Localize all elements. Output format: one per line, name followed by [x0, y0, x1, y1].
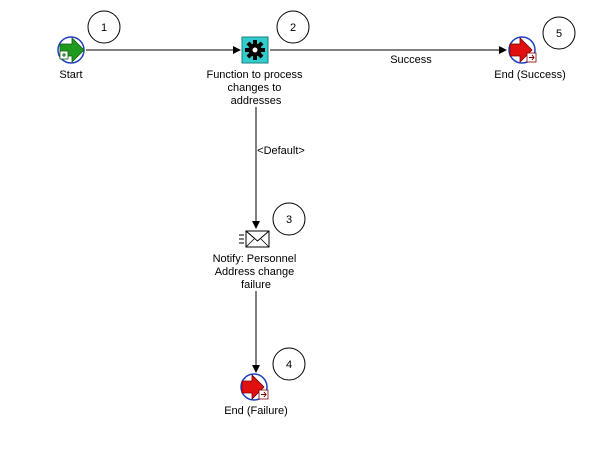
svg-text:2: 2 [290, 22, 296, 34]
node-number-badge: 4 [272, 347, 306, 381]
end-node-icon [240, 373, 269, 401]
node-label: Function to process changes to addresses [206, 69, 305, 107]
edge-label-default: <Default> [257, 145, 305, 157]
start-arrow-icon [57, 36, 85, 64]
node-number-badge: 5 [542, 16, 576, 50]
node-end-success[interactable]: End (Success) 5 [494, 16, 576, 81]
node-label: End (Success) [494, 69, 566, 81]
node-start[interactable]: Start 1 [57, 10, 121, 81]
edge-label-success: Success [390, 54, 432, 66]
node-end-failure[interactable]: End (Failure) 4 [224, 347, 306, 417]
node-label: Start [59, 69, 82, 81]
node-label: End (Failure) [224, 405, 288, 417]
node-number-badge: 1 [87, 10, 121, 44]
edge-function-to-end-success[interactable]: Success [270, 46, 507, 66]
node-label: Notify: Personnel Address change failure [213, 253, 300, 291]
svg-text:1: 1 [101, 22, 107, 34]
svg-text:5: 5 [556, 28, 562, 40]
svg-text:4: 4 [286, 359, 292, 371]
envelope-notification-icon [239, 230, 270, 248]
svg-text:3: 3 [286, 214, 292, 226]
node-notify[interactable]: Notify: Personnel Address change failure… [213, 202, 306, 291]
edge-function-to-notify[interactable]: <Default> [252, 107, 305, 229]
end-node-icon [508, 36, 537, 64]
gear-function-icon [241, 36, 269, 64]
node-number-badge: 2 [276, 10, 310, 44]
node-function[interactable]: Function to process changes to addresses… [206, 10, 310, 107]
node-number-badge: 3 [272, 202, 306, 236]
